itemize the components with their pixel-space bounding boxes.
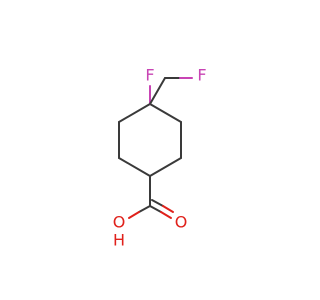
atom-oxygen-carbonyl: O [175, 213, 188, 232]
bond-c-ch2 [149, 77, 166, 105]
bond-c-o-double-line2-oxygen [162, 205, 174, 213]
bond-c-o-double-line1-oxygen [160, 211, 172, 219]
ring-bond-bottom-right [149, 157, 182, 177]
atom-hydrogen-hydroxyl: H [113, 231, 125, 250]
atom-fluorine-ring: F [145, 66, 154, 85]
bond-c-oh-carbon-half [138, 205, 151, 213]
atom-oxygen-hydroxyl: O [113, 213, 126, 232]
ring-bond-bottom-left [118, 157, 151, 177]
bond-c-o-double [149, 199, 174, 219]
bond-c-oh-oxygen-half [128, 211, 140, 219]
molecule-structure: F F O O H [113, 66, 207, 250]
ring-bond-top-left [118, 103, 151, 123]
bond-c-o-double-line2-carbon [151, 199, 164, 207]
bond-c-oh [128, 205, 151, 219]
cyclohexane-ring [118, 103, 182, 177]
ring-bond-top-right [149, 103, 182, 123]
bond-c-o-double-line1-carbon [149, 205, 162, 213]
atom-fluorine-methyl: F [197, 66, 206, 85]
